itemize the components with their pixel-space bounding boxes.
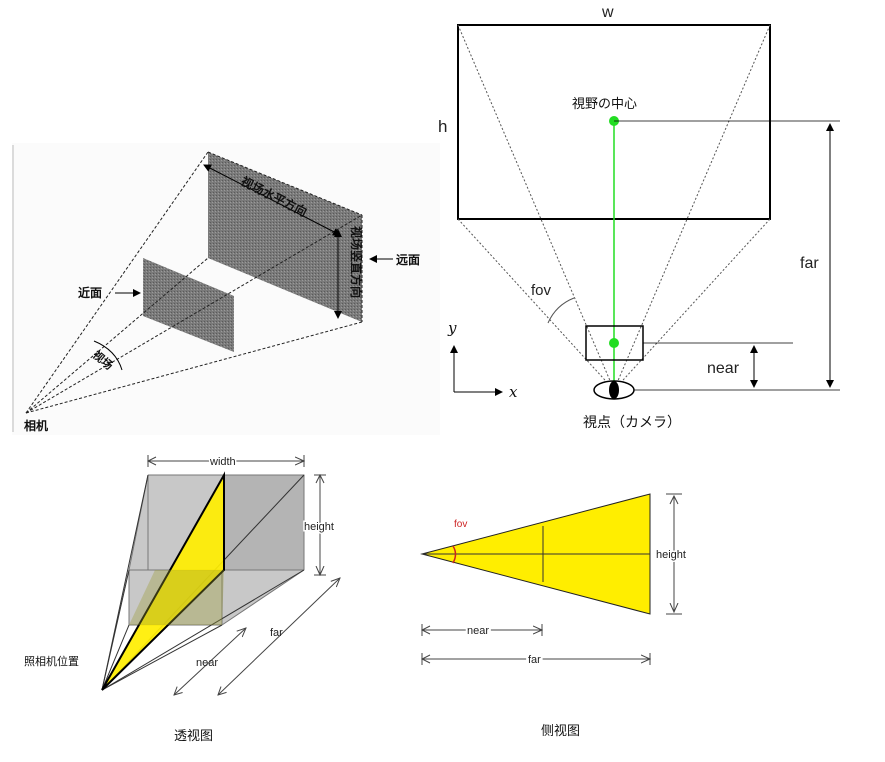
- viewpoint-label: 視点（カメラ）: [583, 415, 681, 431]
- height-label: height: [304, 521, 334, 533]
- near-plane-label: 近面: [78, 285, 102, 300]
- eye-pupil: [609, 381, 619, 399]
- w-label: w: [601, 4, 614, 21]
- far-label: far: [528, 654, 541, 666]
- height-label: height: [656, 549, 686, 561]
- horizontal-extent-arrow: [203, 164, 341, 236]
- width-label: width: [209, 456, 236, 468]
- camera-position-label: 照相机位置: [24, 654, 79, 668]
- view-center-label: 視野の中心: [572, 97, 637, 112]
- fov-arc: [452, 545, 457, 564]
- fov-triangle: [101, 471, 225, 691]
- side-caption: 侧视图: [541, 724, 580, 739]
- diagram-side-view: fov height near far 侧视图: [420, 493, 687, 739]
- diagram-top-view: w h 視野の中心 fov far near 視点（カメラ）: [438, 4, 840, 431]
- far-plane-label: 远面: [396, 253, 420, 267]
- fov-arc: [93, 340, 123, 371]
- far-label: far: [800, 255, 819, 272]
- diagram-frustum-scan: 视场水平方向 视场竖直方向 远面 近面 视场 相机: [12, 143, 440, 435]
- near-label: near: [196, 657, 218, 669]
- fov-label: fov: [531, 282, 552, 299]
- camera-label: 相机: [24, 418, 48, 433]
- fov-label: fov: [454, 519, 467, 530]
- near-plane-overlay: [129, 570, 224, 625]
- far-plane-vertical-label: 视场竖直方向: [349, 226, 364, 298]
- near-label: near: [707, 360, 740, 377]
- perspective-caption: 透视图: [174, 729, 213, 744]
- near-plane: [143, 258, 234, 352]
- frustum-edges: [25, 151, 363, 414]
- frustum-lines: [457, 24, 771, 391]
- far-arrow: [218, 578, 340, 695]
- x-axis-label: x: [509, 383, 518, 401]
- near-label: near: [467, 625, 489, 637]
- far-face: [224, 475, 304, 570]
- near-center-dot: [609, 338, 619, 348]
- h-label: h: [438, 117, 447, 136]
- y-axis-label: y: [447, 319, 457, 337]
- far-label: far: [270, 627, 283, 639]
- diagram-perspective-view: width height near far 照相机位置 透视图: [24, 455, 340, 744]
- fov-arc: [547, 297, 575, 324]
